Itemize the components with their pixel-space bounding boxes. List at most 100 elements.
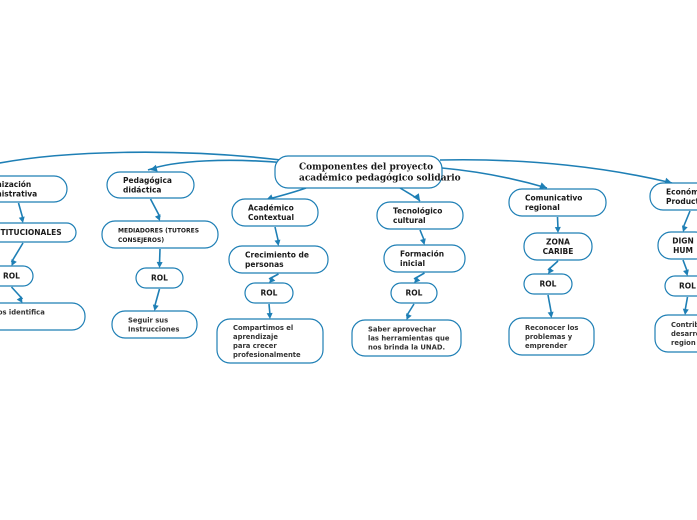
tecnologico-description-node-text: nos brinda la UNAD.	[368, 344, 445, 352]
tecnologico-description-node-text: Saber aprovechar	[368, 326, 437, 334]
arrow-head-icon	[683, 269, 689, 276]
organizacion-topic-node-text: ganización	[0, 180, 31, 189]
economico-topic-node-text: Económ	[666, 187, 697, 196]
academico-description-node-box	[216, 318, 324, 364]
economico-rol-node-box	[664, 275, 697, 297]
economico-description-node-text: region	[671, 339, 696, 347]
arrow-head-icon	[682, 308, 689, 315]
tecnologico-topic-node-box	[376, 201, 464, 230]
organizacion-rol-node[interactable]: ROL	[0, 265, 34, 287]
organizacion-description-node-box	[0, 302, 86, 331]
academico-topic-node-text: Académico	[248, 203, 294, 212]
tecnologico-rol-node[interactable]: ROL	[390, 282, 438, 304]
root-node-text: académico pedagógico solidario	[299, 173, 461, 184]
arrow-head-icon	[419, 238, 426, 245]
pedagogica-topic-node-text: Pedagógica	[123, 176, 172, 185]
economico-topic-node-text: Product	[666, 197, 697, 206]
arrow-head-icon	[414, 276, 421, 283]
tecnologico-topic-node-text: cultural	[393, 216, 426, 225]
arrow-head-icon	[681, 225, 688, 232]
connector-pedagogica-2	[153, 288, 161, 308]
economico-topic-node-box	[649, 182, 697, 211]
arrow-head-icon	[547, 311, 554, 318]
connector-economico-2	[684, 296, 689, 312]
tecnologico-topic-node-text: Tecnológico	[393, 206, 442, 215]
connector-comunicativo-2	[547, 294, 553, 315]
arrow-head-icon	[548, 267, 554, 274]
economico-description-node-box	[654, 314, 697, 353]
connector-pedagogica-1	[158, 248, 161, 265]
tecnologico-rol-node-text: ROL	[406, 289, 423, 298]
comunicativo-description-node-text: emprender	[525, 342, 568, 350]
academico-subtopic-node-text: Crecimiento de	[245, 250, 309, 259]
academico-topic-node-box	[231, 198, 319, 227]
pedagogica-description-node-box	[111, 310, 198, 339]
organizacion-description-node[interactable]: ta y nos identificatas	[0, 302, 86, 331]
comunicativo-topic-node-text: regional	[525, 203, 560, 212]
comunicativo-description-node-box	[508, 317, 595, 356]
arrow-head-icon	[539, 182, 547, 189]
comunicativo-description-node-text: problemas y	[525, 333, 573, 341]
economico-rol-node[interactable]: ROL	[664, 275, 697, 297]
academico-topic-node-text: Contextual	[248, 213, 294, 222]
arrow-head-icon	[150, 164, 158, 172]
economico-description-node-text: Contrib	[671, 321, 697, 329]
tecnologico-subtopic-node-text: Formación	[400, 249, 444, 258]
comunicativo-topic-node-text: Comunicativo	[525, 193, 582, 202]
connector-organizacion-1	[10, 242, 24, 263]
pedagogica-rol-node-box	[135, 267, 184, 289]
root-node-box	[274, 155, 443, 189]
pedagogica-subtopic-node-box	[101, 220, 219, 249]
pedagogica-topic-node-box	[106, 171, 195, 199]
connector-organizacion-0	[17, 202, 24, 220]
tecnologico-description-node-text: las herramientas que	[368, 335, 450, 343]
tecnologico-subtopic-node-box	[383, 244, 466, 273]
pedagogica-description-node-text: Seguir sus	[128, 317, 168, 325]
organizacion-topic-node[interactable]: ganizaciónministrativa	[0, 175, 68, 203]
comunicativo-subtopic-node-box	[523, 232, 593, 261]
connector-pedagogica-0	[149, 198, 161, 218]
pedagogica-topic-node-text: didáctica	[123, 185, 161, 194]
arrow-head-icon	[413, 193, 420, 201]
organizacion-rol-node-text: ROL	[3, 272, 20, 281]
organizacion-subtopic-node[interactable]: INSTITUCIONALES	[0, 222, 77, 243]
economico-subtopic-node-text: DIGN	[672, 236, 693, 245]
pedagogica-description-node-text: Instrucciones	[128, 326, 179, 334]
economico-description-node-text: desarro	[671, 330, 697, 338]
economico-description-node[interactable]: Contribdesarroregion	[654, 314, 697, 353]
organizacion-description-node-text: ta y nos identifica	[0, 309, 45, 317]
arrow-head-icon	[274, 239, 281, 246]
pedagogica-rol-node[interactable]: ROL	[135, 267, 184, 289]
connector-economico-0	[682, 210, 691, 229]
arrow-head-icon	[154, 214, 161, 221]
comunicativo-subtopic-node-text: ZONA	[546, 237, 570, 246]
connector-root-pedagogica	[147, 159, 288, 171]
economico-rol-node-text: ROL	[679, 282, 696, 291]
comunicativo-rol-node-box	[523, 273, 573, 295]
tecnologico-subtopic-node-text: inicial	[400, 259, 425, 268]
root-node-text: Componentes del proyecto	[299, 163, 433, 173]
comunicativo-rol-node[interactable]: ROL	[523, 273, 573, 295]
organizacion-topic-node-box	[0, 175, 68, 203]
connector-academico-0	[274, 226, 280, 243]
academico-rol-node[interactable]: ROL	[244, 282, 294, 304]
connector-root-organizacion	[0, 151, 282, 164]
connector-academico-1	[268, 273, 279, 280]
arrow-head-icon	[16, 296, 23, 303]
